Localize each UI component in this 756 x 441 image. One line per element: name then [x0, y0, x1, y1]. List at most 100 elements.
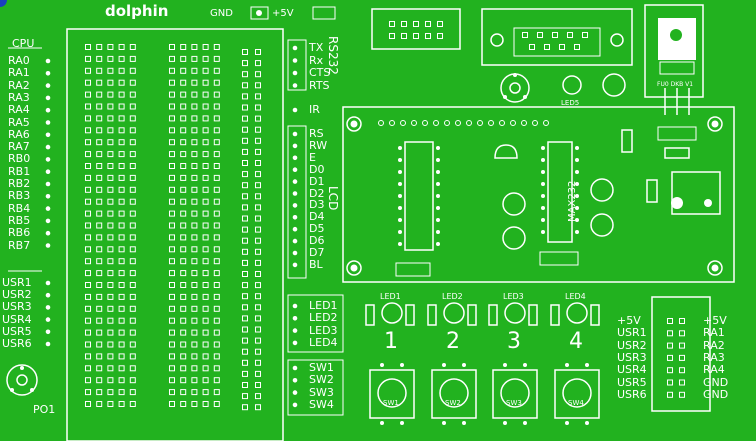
breadboard-hole	[180, 151, 187, 158]
breadboard-hole	[107, 293, 114, 300]
breadboard-hole	[213, 282, 220, 288]
cpu-pin-pad	[45, 95, 51, 101]
breadboard-hole	[213, 246, 220, 253]
breadboard-hole	[191, 389, 198, 396]
breadboard-hole	[96, 174, 103, 181]
breadboard-hole	[169, 401, 175, 407]
breadboard-hole	[180, 258, 187, 265]
header-pin	[422, 120, 428, 126]
led-row	[365, 302, 600, 326]
breadboard-hole	[202, 198, 209, 205]
mount-hole	[346, 260, 362, 276]
switch-pin-label: SW4	[309, 397, 334, 411]
breadboard-hole	[107, 234, 114, 241]
breadboard-hole	[85, 258, 91, 265]
breadboard-hole	[107, 174, 114, 181]
breadboard-hole	[96, 365, 103, 372]
potentiometer-pin	[20, 366, 24, 370]
cpu-pin-label: RB7	[8, 238, 31, 252]
breadboard-hole	[118, 151, 125, 158]
breadboard-hole	[213, 163, 220, 169]
breadboard-hole	[180, 67, 187, 74]
breadboard-hole	[202, 234, 209, 241]
db9-pin	[552, 32, 558, 38]
breadboard-hole	[96, 91, 103, 98]
regulator-hole	[670, 29, 682, 41]
breadboard-hole	[213, 365, 220, 372]
button-cap	[377, 378, 407, 408]
button-pin	[503, 363, 507, 367]
breadboard-hole	[129, 163, 136, 169]
breadboard-hole	[129, 258, 136, 265]
rail-hole	[255, 393, 261, 400]
breadboard-hole	[169, 389, 175, 396]
lcd-pin-label: RS	[309, 127, 324, 140]
button-pin	[503, 421, 507, 425]
usr-pin-label: USR5	[2, 324, 32, 338]
cpu-pin-label: RB2	[8, 177, 31, 190]
rail-hole	[242, 104, 248, 111]
led-outline	[381, 302, 403, 324]
breadboard-hole	[202, 317, 209, 324]
breadboard-hole	[85, 91, 91, 98]
button-label: SW2	[445, 399, 461, 407]
breadboard-hole	[191, 222, 198, 229]
rs232-pin-label: TX	[309, 41, 324, 54]
button-body	[554, 369, 600, 419]
lcd-pin-pad	[292, 262, 298, 268]
breadboard-hole	[213, 91, 220, 98]
idc-pin	[389, 33, 395, 39]
breadboard-hole	[191, 353, 198, 360]
breadboard-hole	[213, 270, 220, 277]
button-pin	[400, 363, 404, 367]
breadboard-hole	[169, 163, 175, 169]
chip-pin	[398, 146, 402, 150]
breadboard-hole	[85, 282, 91, 288]
breadboard-hole	[96, 139, 103, 146]
header-pin	[455, 120, 461, 126]
breadboard-hole	[107, 115, 114, 122]
led-pin-label: LED3	[309, 323, 338, 337]
power-rail-pads	[242, 49, 261, 411]
usr-pin-pad	[45, 317, 51, 322]
cpu-pin-pad	[45, 169, 51, 174]
breadboard-hole	[129, 55, 136, 62]
chip-pin	[436, 194, 440, 198]
breadboard-hole	[107, 282, 114, 288]
jumper-b	[539, 251, 579, 266]
button-pin	[565, 363, 569, 367]
inner-pcb-outline	[342, 106, 735, 283]
potentiometer-pin	[10, 388, 14, 392]
breadboard-hole	[180, 305, 187, 312]
button-cap	[439, 378, 469, 408]
lcd-pin-label: D4	[309, 210, 325, 224]
breadboard-hole	[180, 44, 187, 50]
right-header-right-label: GND	[703, 375, 729, 389]
db9-shell	[513, 27, 601, 57]
breadboard-hole	[191, 234, 198, 241]
breadboard-hole	[180, 127, 187, 134]
button-number: 4	[569, 329, 583, 354]
header-pin	[477, 120, 483, 126]
header-pin	[488, 120, 494, 126]
idc-pin	[413, 33, 419, 39]
breadboard-hole	[202, 258, 209, 265]
breadboard-hole	[202, 210, 209, 217]
rail-hole	[255, 204, 261, 211]
breadboard-hole	[118, 79, 125, 86]
right-header-left-label: USR4	[617, 363, 647, 377]
breadboard-hole	[180, 270, 187, 277]
button-number: 3	[507, 329, 521, 354]
rail-hole	[242, 137, 248, 144]
rail-hole	[255, 337, 261, 344]
rail-hole	[242, 271, 248, 277]
cpu-pin-label: RA3	[8, 90, 30, 104]
breadboard-hole	[118, 317, 125, 324]
led-pin-label: LED4	[309, 335, 338, 349]
idc-pin	[413, 21, 419, 27]
power-jumper-pin	[256, 10, 262, 16]
breadboard-hole	[169, 174, 175, 181]
breadboard-hole	[118, 222, 125, 229]
breadboard-hole	[169, 186, 175, 193]
breadboard-hole	[169, 234, 175, 241]
